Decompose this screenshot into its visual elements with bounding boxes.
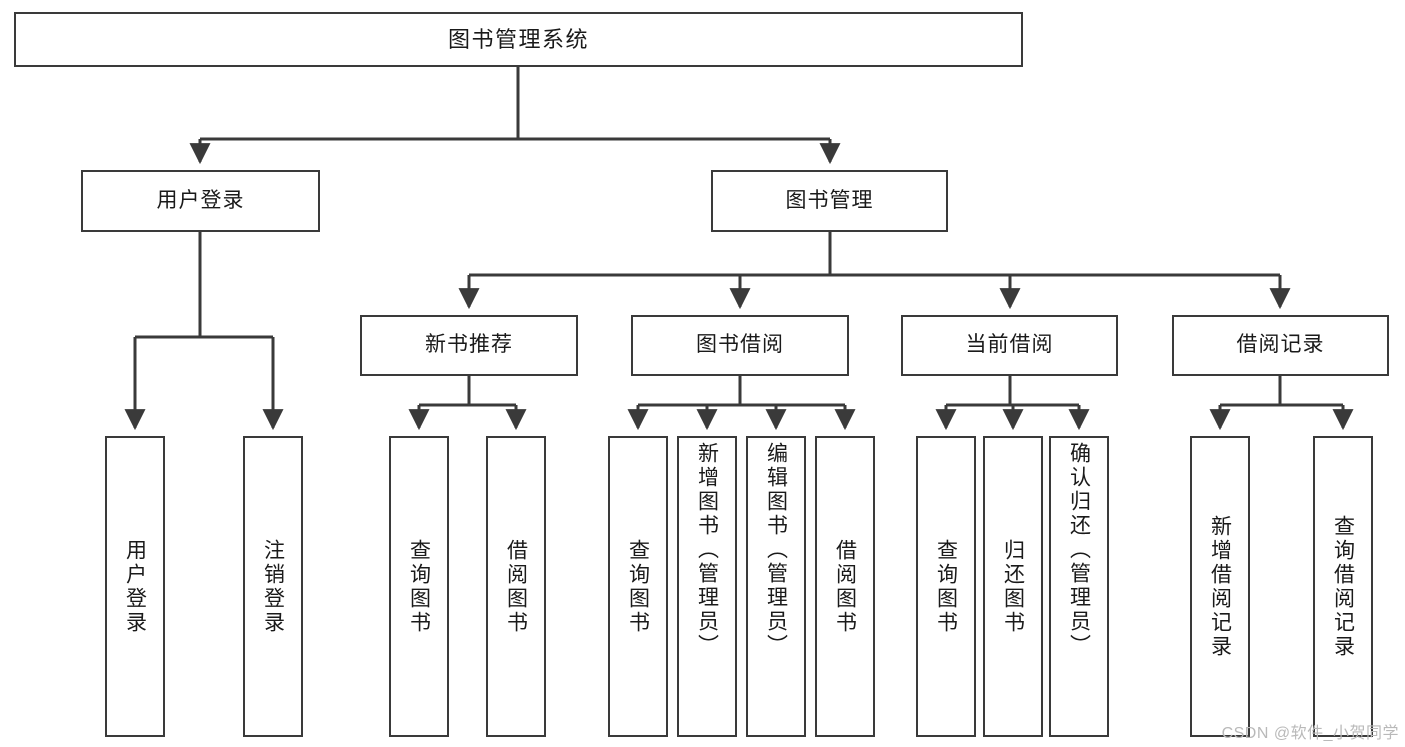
leaf-borrow-book-1[interactable]: 借阅图书 <box>486 436 546 737</box>
csdn-watermark: CSDN @软件_小贺同学 <box>1221 725 1399 742</box>
node-label: 编辑图书（管理员） <box>764 442 788 658</box>
leaf-add-record[interactable]: 新增借阅记录 <box>1190 436 1250 737</box>
leaf-query-book-3[interactable]: 查询图书 <box>916 436 976 737</box>
node-label: 查询图书 <box>934 538 958 635</box>
leaf-borrow-book-2[interactable]: 借阅图书 <box>815 436 875 737</box>
node-book-manage[interactable]: 图书管理 <box>711 170 948 232</box>
node-label: 查询借阅记录 <box>1331 514 1355 659</box>
node-label: 新增图书（管理员） <box>695 442 719 658</box>
node-label: 查询图书 <box>407 538 431 635</box>
node-root-system[interactable]: 图书管理系统 <box>14 12 1023 67</box>
leaf-return-book[interactable]: 归还图书 <box>983 436 1043 737</box>
node-label: 注销登录 <box>261 538 285 635</box>
leaf-confirm-return[interactable]: 确认归还（管理员） <box>1049 436 1109 737</box>
leaf-user-login[interactable]: 用户登录 <box>105 436 165 737</box>
node-label: 用户登录 <box>123 538 147 635</box>
leaf-query-book-1[interactable]: 查询图书 <box>389 436 449 737</box>
node-label: 确认归还（管理员） <box>1067 442 1091 658</box>
node-label: 借阅图书 <box>504 538 528 635</box>
node-current-borrow[interactable]: 当前借阅 <box>901 315 1118 376</box>
leaf-add-book[interactable]: 新增图书（管理员） <box>677 436 737 737</box>
node-user-login[interactable]: 用户登录 <box>81 170 320 232</box>
leaf-edit-book[interactable]: 编辑图书（管理员） <box>746 436 806 737</box>
leaf-query-book-2[interactable]: 查询图书 <box>608 436 668 737</box>
node-label: 查询图书 <box>626 538 650 635</box>
node-label: 借阅记录 <box>1236 333 1325 357</box>
leaf-user-logout[interactable]: 注销登录 <box>243 436 303 737</box>
node-new-book-rec[interactable]: 新书推荐 <box>360 315 578 376</box>
node-label: 图书借阅 <box>696 333 784 357</box>
node-borrow-record[interactable]: 借阅记录 <box>1172 315 1389 376</box>
node-label: 当前借阅 <box>965 333 1054 357</box>
node-label: 图书管理 <box>785 188 874 212</box>
node-label: 用户登录 <box>156 188 245 212</box>
node-label: 归还图书 <box>1001 538 1025 635</box>
node-book-borrow[interactable]: 图书借阅 <box>631 315 849 376</box>
leaf-query-record[interactable]: 查询借阅记录 <box>1313 436 1373 737</box>
node-label: 图书管理系统 <box>447 26 589 52</box>
node-label: 新书推荐 <box>425 333 513 357</box>
node-label: 借阅图书 <box>833 538 857 635</box>
node-label: 新增借阅记录 <box>1208 514 1232 659</box>
